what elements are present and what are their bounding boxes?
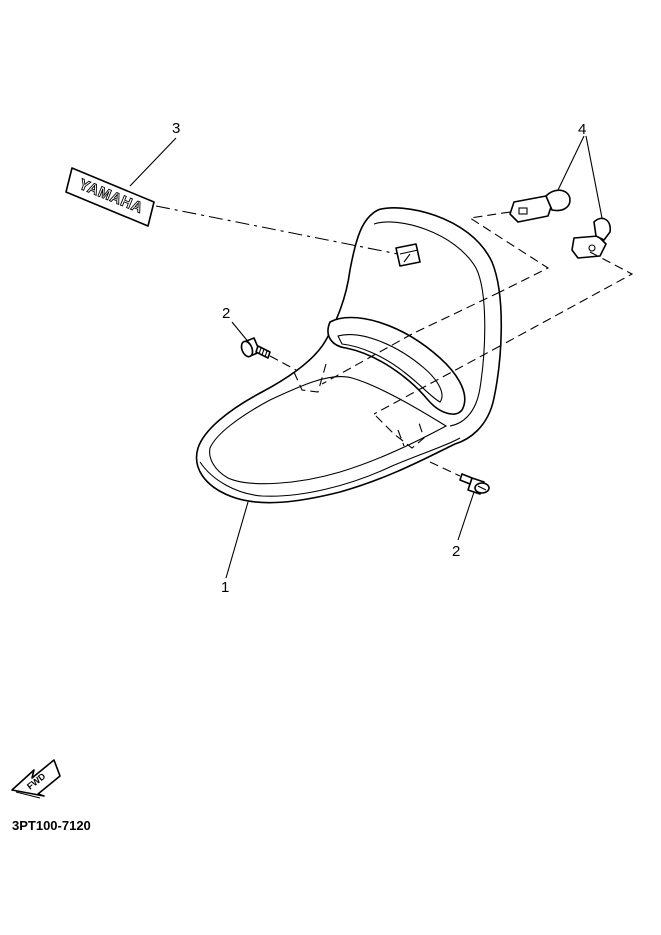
callout-3: 3: [172, 120, 180, 137]
callout-2-lower: 2: [452, 543, 460, 560]
yamaha-emblem-part[interactable]: YAMAHA: [65, 167, 155, 227]
fwd-arrow-icon: FWD: [11, 759, 61, 799]
screw-lower-part[interactable]: [459, 473, 490, 495]
leg-shield-part[interactable]: [195, 207, 503, 504]
callout-4: 4: [578, 121, 586, 138]
callout-2-upper: 2: [222, 305, 230, 322]
diagram-code: 3PT100-7120: [12, 818, 91, 833]
assembly-lines: [155, 205, 634, 477]
bracket-lower-part[interactable]: [571, 217, 612, 259]
leader-lines: [129, 135, 603, 579]
screw-upper-part[interactable]: [239, 337, 271, 359]
bracket-upper-part[interactable]: [509, 189, 571, 223]
callout-1: 1: [221, 579, 229, 596]
